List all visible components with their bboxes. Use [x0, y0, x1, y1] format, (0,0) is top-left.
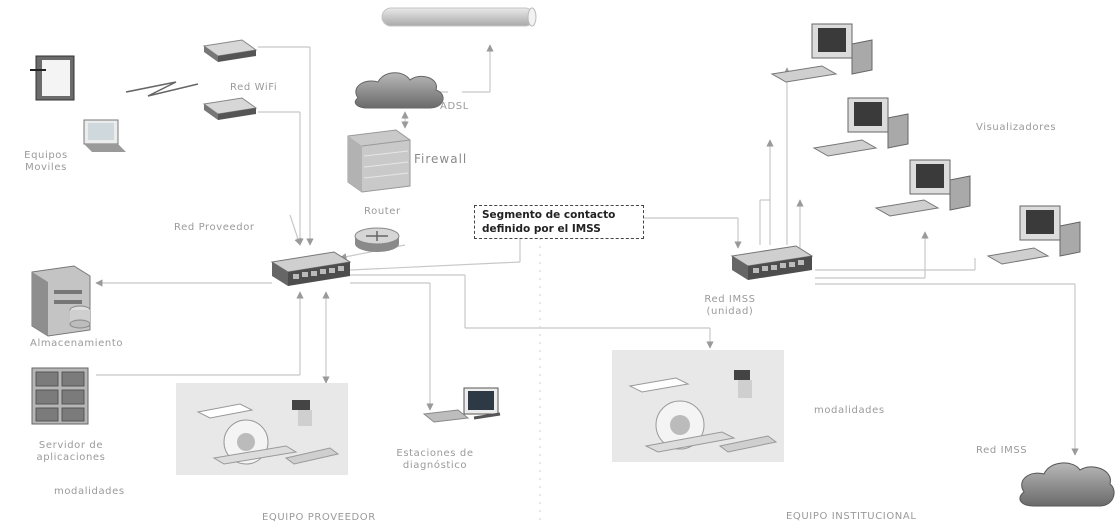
label-red-imss-unidad: Red IMSS (unidad) — [690, 294, 770, 318]
server-icon — [31, 265, 91, 337]
cloud-icon — [1019, 462, 1115, 507]
access-point-icon — [202, 39, 258, 62]
label-equipo-proveedor: EQUIPO PROVEEDOR — [262, 512, 376, 523]
switch-icon — [270, 251, 352, 286]
wireless-link-icon — [125, 81, 199, 97]
label-firewall: Firewall — [414, 152, 468, 166]
switch-icon — [730, 245, 814, 280]
internet-bar-icon — [381, 7, 537, 27]
label-red-proveedor: Red Proveedor — [174, 222, 255, 233]
tablet-icon — [30, 55, 75, 101]
imaging-modality-icon — [612, 350, 784, 462]
callout-line-2: definido por el IMSS — [482, 223, 601, 235]
label-almacenamiento: Almacenamiento — [30, 338, 124, 349]
contact-segment-callout: Segmento de contacto definido por el IMS… — [474, 205, 644, 239]
callout-line-1: Segmento de contacto — [482, 209, 616, 221]
label-estaciones-diagnostico: Estaciones de diagnóstico — [380, 448, 490, 472]
label-line: Moviles — [25, 162, 67, 173]
label-modalidades-left: modalidades — [54, 486, 125, 497]
label-line: (unidad) — [706, 306, 754, 317]
label-router: Router — [364, 206, 401, 217]
label-line: diagnóstico — [402, 460, 468, 471]
label-equipos-moviles: Equipos Moviles — [16, 150, 76, 174]
workstation-icon — [812, 97, 909, 157]
label-servidor-aplicaciones: Servidor de aplicaciones — [26, 440, 116, 464]
workstation-icon — [422, 387, 501, 423]
application-server-icon — [31, 367, 89, 425]
firewall-icon — [347, 129, 411, 193]
access-point-icon — [202, 97, 258, 120]
workstation-icon — [986, 205, 1081, 265]
monitor-icon — [83, 119, 126, 152]
label-equipo-institucional: EQUIPO INSTITUCIONAL — [786, 511, 917, 522]
label-line: Equipos — [24, 150, 68, 161]
cloud-icon — [354, 72, 444, 109]
workstation-icon — [874, 159, 971, 217]
label-red-wifi: Red WiFi — [230, 82, 278, 93]
label-line: Estaciones de — [396, 448, 474, 459]
label-visualizadores: Visualizadores — [976, 122, 1057, 133]
router-icon — [354, 227, 400, 252]
workstation-icon — [770, 23, 873, 83]
label-adsl: ADSL — [440, 101, 469, 112]
label-modalidades-right: modalidades — [814, 405, 885, 416]
label-line: Red IMSS — [704, 294, 756, 305]
label-red-imss: Red IMSS — [976, 445, 1028, 456]
label-line: aplicaciones — [36, 452, 106, 463]
label-line: Servidor de — [38, 440, 104, 451]
imaging-modality-icon — [176, 383, 348, 475]
